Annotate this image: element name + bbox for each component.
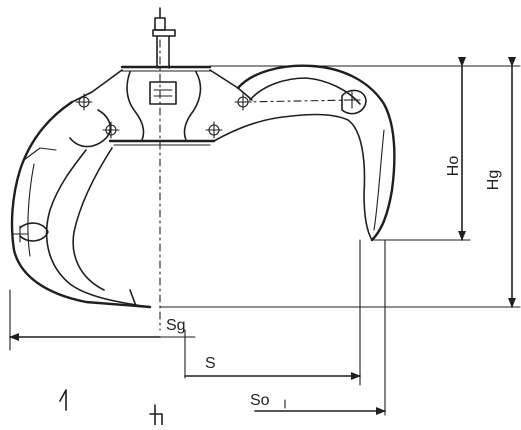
label-s: S (205, 355, 216, 372)
dimension-so: So (250, 392, 386, 415)
label-sg: Sg (166, 317, 186, 334)
pivot-right-mid (205, 121, 223, 139)
top-bolt (152, 7, 176, 69)
right-jaw (213, 64, 396, 242)
pivot-left-upper (75, 93, 93, 111)
pivot-marks (75, 91, 361, 139)
bottom-fragments (59, 389, 163, 426)
dimension-sg: Sg (9, 317, 196, 341)
center-bracket (71, 69, 253, 146)
left-jaw (10, 100, 152, 309)
dimension-ho: Ho (445, 57, 466, 241)
centerlines (159, 39, 353, 331)
label-ho: Ho (445, 156, 462, 177)
dimension-s: S (184, 355, 361, 380)
top-plate (120, 65, 212, 72)
label-so: So (250, 392, 270, 409)
pivot-left-mid (102, 121, 120, 139)
dimension-hg: Hg (485, 57, 516, 308)
extension-lines (9, 65, 521, 416)
label-hg: Hg (485, 170, 502, 190)
